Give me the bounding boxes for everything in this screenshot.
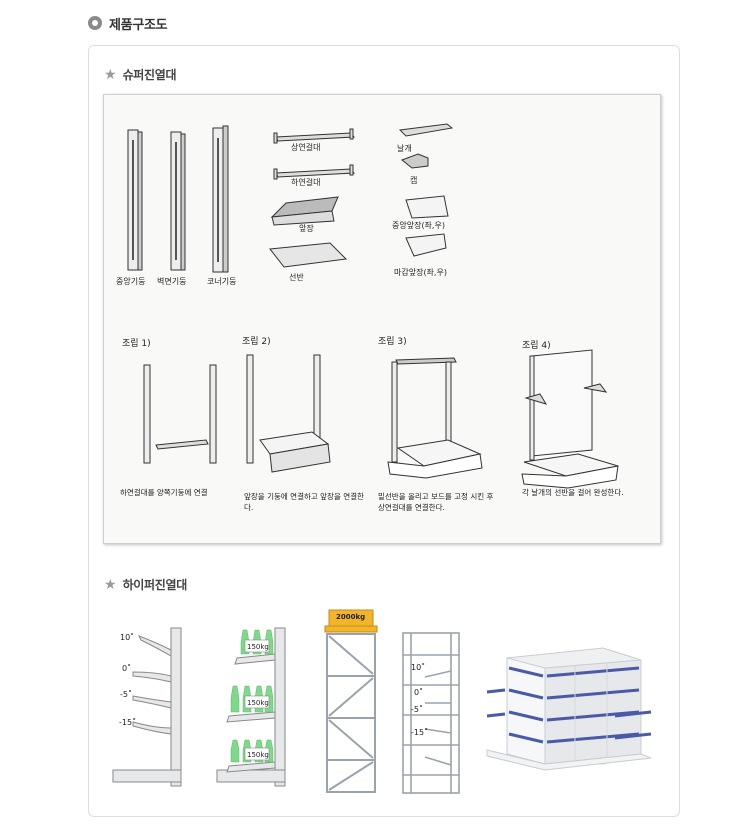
step-3-illustration: [387, 357, 483, 479]
angle-b-0: 0˚: [414, 688, 424, 697]
step-2-label: 조립 2): [242, 337, 271, 347]
hyper-rack-product-photo: [486, 647, 652, 771]
load-shelf-1: 150kg: [247, 643, 269, 651]
angle-b-minus5: -5˚: [411, 705, 423, 714]
label-cap: 캡: [410, 176, 418, 185]
angle-a-10: 10˚: [120, 633, 135, 642]
label-front-plate: 앞장: [299, 224, 314, 233]
hyper-rack-pallet: [324, 609, 378, 793]
angle-b-10: 10˚: [411, 663, 426, 672]
star-icon: ★: [104, 576, 117, 593]
brackets-illustration: [398, 123, 454, 257]
label-wall-column: 벽면기둥: [157, 277, 187, 286]
columns-illustration: [127, 125, 229, 273]
hyper-rack-angles-a: [112, 627, 182, 787]
high-section-title-text: 하이퍼진열대: [122, 578, 188, 592]
angle-a-0: 0˚: [122, 664, 132, 673]
label-shelf: 선반: [289, 273, 304, 282]
label-end-side: 마감앞장(좌,우): [394, 268, 447, 277]
step-4-label: 조립 4): [522, 341, 551, 351]
label-lower-beam: 하연걸대: [291, 178, 321, 187]
label-upper-beam: 상연걸대: [291, 143, 321, 152]
load-shelf-3: 150kg: [247, 751, 269, 759]
super-section-title: ★ 슈퍼진열대: [104, 66, 177, 83]
step-2-description: 앞장을 기둥에 연결하고 앞장을 연결한다.: [244, 492, 364, 512]
step-2-illustration: [246, 354, 331, 473]
step-1-label: 조립 1): [122, 339, 151, 349]
step-4-description: 각 날개의 선반을 걸어 완성한다.: [522, 488, 624, 497]
page-title-text: 제품구조도: [109, 17, 168, 33]
load-shelf-2: 150kg: [247, 699, 269, 707]
high-section-title: ★ 하이퍼진열대: [104, 576, 187, 593]
label-center-column: 중앙기둥: [116, 277, 146, 286]
circle-bullet-icon: [88, 16, 102, 30]
assembly-diagram: 중앙기둥 벽면기둥 코너기둥 상연걸대 하연걸대 앞장 선반: [103, 94, 661, 544]
label-center-side: 중앙앞장(좌,우): [392, 221, 445, 230]
beams-illustration: [269, 128, 355, 268]
step-3-label: 조립 3): [378, 337, 407, 347]
hyper-rack-load: [216, 627, 286, 787]
page-title: 제품구조도: [88, 13, 168, 33]
label-corner-column: 코너기둥: [207, 277, 237, 286]
step-4-illustration: [521, 349, 619, 489]
step-1-description: 하연걸대를 양쪽기둥에 연결: [120, 488, 208, 497]
angle-a-minus5: -5˚: [120, 690, 132, 699]
hyper-rack-angles-b: [402, 632, 460, 794]
step-1-illustration: [143, 364, 217, 464]
super-section-title-text: 슈퍼진열대: [122, 68, 177, 82]
star-icon: ★: [104, 66, 117, 83]
label-bracket: 날개: [397, 144, 412, 153]
angle-a-minus15: -15˚: [119, 718, 137, 727]
pallet-load-label: 2000kg: [336, 613, 366, 621]
content-card: ★ 슈퍼진열대 중앙기둥 벽면기둥 코너기둥: [88, 45, 680, 817]
step-3-description: 밑선반을 올리고 보드를 고정 시킨 후 상연걸대를 연결한다.: [378, 492, 494, 512]
angle-b-minus15: -15˚: [411, 728, 429, 737]
